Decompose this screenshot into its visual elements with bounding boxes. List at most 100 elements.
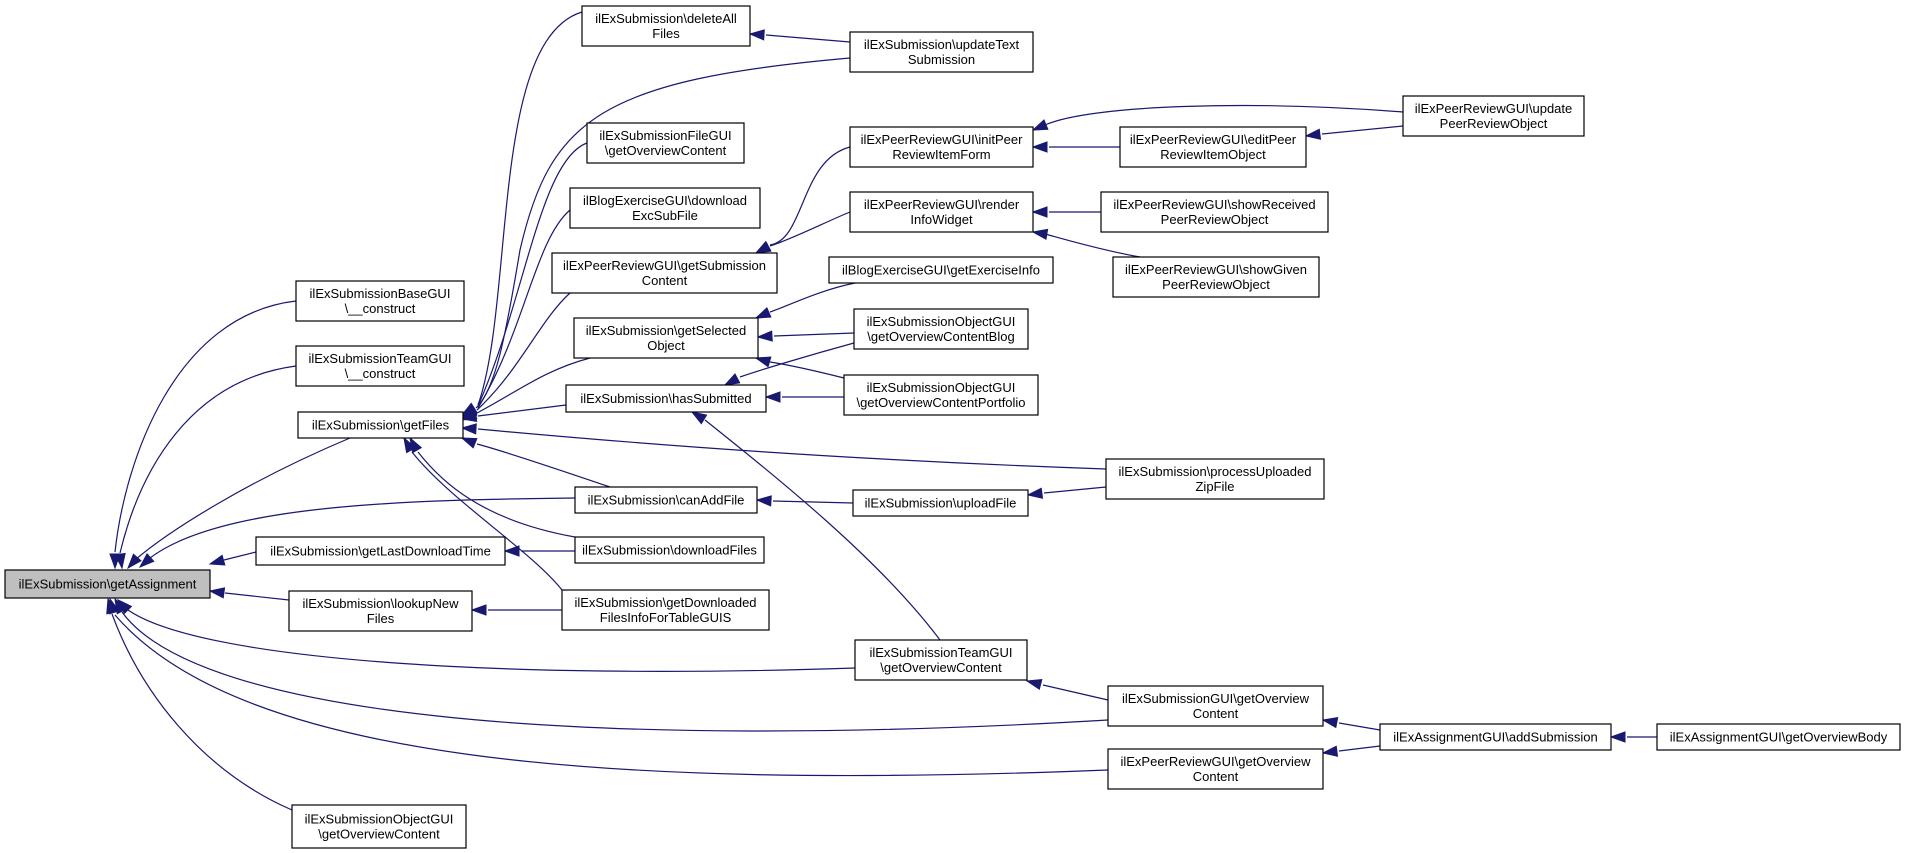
node-getAssignment[interactable]: ilExSubmission\getAssignment xyxy=(4,569,211,599)
node-box xyxy=(569,187,761,229)
node-teamConstruct[interactable]: ilExSubmissionTeamGUI\__construct xyxy=(295,345,465,387)
node-label: ilExSubmissionObjectGUI xyxy=(305,812,454,827)
arrowhead xyxy=(127,553,142,570)
edge-line xyxy=(477,428,1107,470)
node-uploadFile[interactable]: ilExSubmission\uploadFile xyxy=(852,489,1029,517)
node-objOverviewPortfolio[interactable]: ilExSubmissionObjectGUI\getOverviewConte… xyxy=(843,374,1039,416)
arrowhead xyxy=(754,356,772,368)
arrowhead xyxy=(208,587,226,599)
edge-processZip-to-getFiles xyxy=(460,423,1107,470)
edge-getDownloadedFiles-to-lookupNewFiles xyxy=(470,604,562,616)
edge-objOverviewPortfolio-to-hasSubmitted xyxy=(764,391,844,403)
node-showReceived[interactable]: ilExPeerReviewGUI\showReceivedPeerReview… xyxy=(1100,191,1329,233)
node-box xyxy=(574,486,758,514)
node-showGiven[interactable]: ilExPeerReviewGUI\showGivenPeerReviewObj… xyxy=(1112,256,1320,298)
edge-line xyxy=(1338,745,1381,752)
edge-line xyxy=(773,332,855,337)
node-label: Files xyxy=(652,26,680,41)
edge-renderInfo-to-prGetSubmission xyxy=(754,211,851,254)
edge-line xyxy=(476,292,571,411)
edge-line xyxy=(1043,486,1107,494)
arrowhead xyxy=(690,411,708,425)
edge-addSubmission-to-prGuiOverview xyxy=(1321,745,1381,757)
edge-line xyxy=(765,34,851,43)
arrowhead xyxy=(754,241,772,254)
node-label: ilExPeerReviewGUI\showGiven xyxy=(1125,262,1307,277)
node-label: ilExPeerReviewGUI\render xyxy=(864,197,1020,212)
node-label: ilExAssignmentGUI\addSubmission xyxy=(1393,730,1597,745)
node-box xyxy=(853,308,1029,350)
node-box xyxy=(1100,191,1329,233)
arrowhead xyxy=(1321,745,1339,757)
node-subGuiOverview[interactable]: ilExSubmissionGUI\getOverviewContent xyxy=(1107,685,1324,727)
node-editPeer[interactable]: ilExPeerReviewGUI\editPeerReviewItemObje… xyxy=(1119,126,1307,168)
arrowhead xyxy=(764,391,781,403)
node-addSubmission[interactable]: ilExAssignmentGUI\addSubmission xyxy=(1379,723,1612,751)
arrowhead xyxy=(470,604,487,616)
node-label: ilExSubmission\downloadFiles xyxy=(582,543,757,558)
node-box xyxy=(854,639,1028,681)
edge-line xyxy=(1044,104,1404,126)
node-teamOverview[interactable]: ilExSubmissionTeamGUI\getOverviewContent xyxy=(854,639,1028,681)
arrowhead xyxy=(460,423,477,435)
node-getOverviewBody[interactable]: ilExAssignmentGUI\getOverviewBody xyxy=(1656,723,1901,751)
arrowhead xyxy=(460,437,478,449)
edge-processZip-to-uploadFile xyxy=(1026,486,1107,499)
node-canAddFile[interactable]: ilExSubmission\canAddFile xyxy=(574,486,758,514)
node-hasSubmitted[interactable]: ilExSubmission\hasSubmitted xyxy=(565,384,767,413)
node-objOverviewBlog[interactable]: ilExSubmissionObjectGUI\getOverviewConte… xyxy=(853,308,1029,350)
node-label: Content xyxy=(1193,769,1239,784)
edge-getFiles-to-getAssignment xyxy=(127,437,351,570)
node-box xyxy=(852,489,1029,517)
node-objGetOverview[interactable]: ilExSubmissionObjectGUI\getOverviewConte… xyxy=(291,804,467,849)
node-box xyxy=(255,536,506,566)
node-label: ilExSubmission\deleteAll xyxy=(595,11,737,26)
node-fileGuiOverview[interactable]: ilExSubmissionFileGUI\getOverviewContent xyxy=(586,122,745,164)
edge-objOverviewBlog-to-hasSubmitted xyxy=(723,342,855,386)
node-box xyxy=(843,374,1039,416)
node-box xyxy=(1112,256,1320,298)
arrowhead xyxy=(460,410,478,422)
node-label: Content xyxy=(1193,706,1239,721)
node-label: ilExSubmission\processUploaded xyxy=(1119,464,1312,479)
node-downloadFiles[interactable]: ilExSubmission\downloadFiles xyxy=(574,536,765,564)
edge-prGetSubmission-to-getFiles xyxy=(460,292,571,419)
node-baseConstruct[interactable]: ilExSubmissionBaseGUI\__construct xyxy=(295,280,465,322)
edge-layer xyxy=(106,11,1657,811)
node-label: ilExSubmission\lookupNew xyxy=(302,596,459,611)
node-label: ilExSubmissionObjectGUI xyxy=(867,314,1016,329)
edge-line xyxy=(114,300,297,553)
edge-baseConstruct-to-getAssignment xyxy=(109,300,297,570)
node-blogExerciseInfo[interactable]: ilBlogExerciseGUI\getExerciseInfo xyxy=(828,256,1054,284)
edge-line xyxy=(111,613,293,811)
node-label: \getOverviewContent xyxy=(605,143,727,158)
arrowhead xyxy=(748,29,765,41)
node-label: ilExSubmission\getAssignment xyxy=(19,577,197,592)
edge-line xyxy=(704,419,941,641)
node-getLastDownloadTime[interactable]: ilExSubmission\getLastDownloadTime xyxy=(255,536,506,566)
node-label: \getOverviewContent xyxy=(880,660,1002,675)
arrowhead xyxy=(114,552,126,570)
node-prGuiOverview[interactable]: ilExPeerReviewGUI\getOverviewContent xyxy=(1107,748,1324,790)
node-label: \getOverviewContent xyxy=(318,827,440,842)
node-box xyxy=(849,31,1034,73)
edge-objOverviewBlog-to-getSelectedObject xyxy=(756,330,855,342)
node-box xyxy=(551,252,778,294)
arrowhead xyxy=(403,436,417,454)
node-getFiles[interactable]: ilExSubmission\getFiles xyxy=(297,411,464,439)
node-box xyxy=(574,536,765,564)
node-label: ZipFile xyxy=(1195,479,1234,494)
node-getDownloadedFiles[interactable]: ilExSubmission\getDownloadedFilesInfoFor… xyxy=(561,589,770,631)
node-box xyxy=(297,411,464,439)
node-label: ilExSubmission\hasSubmitted xyxy=(580,391,751,406)
